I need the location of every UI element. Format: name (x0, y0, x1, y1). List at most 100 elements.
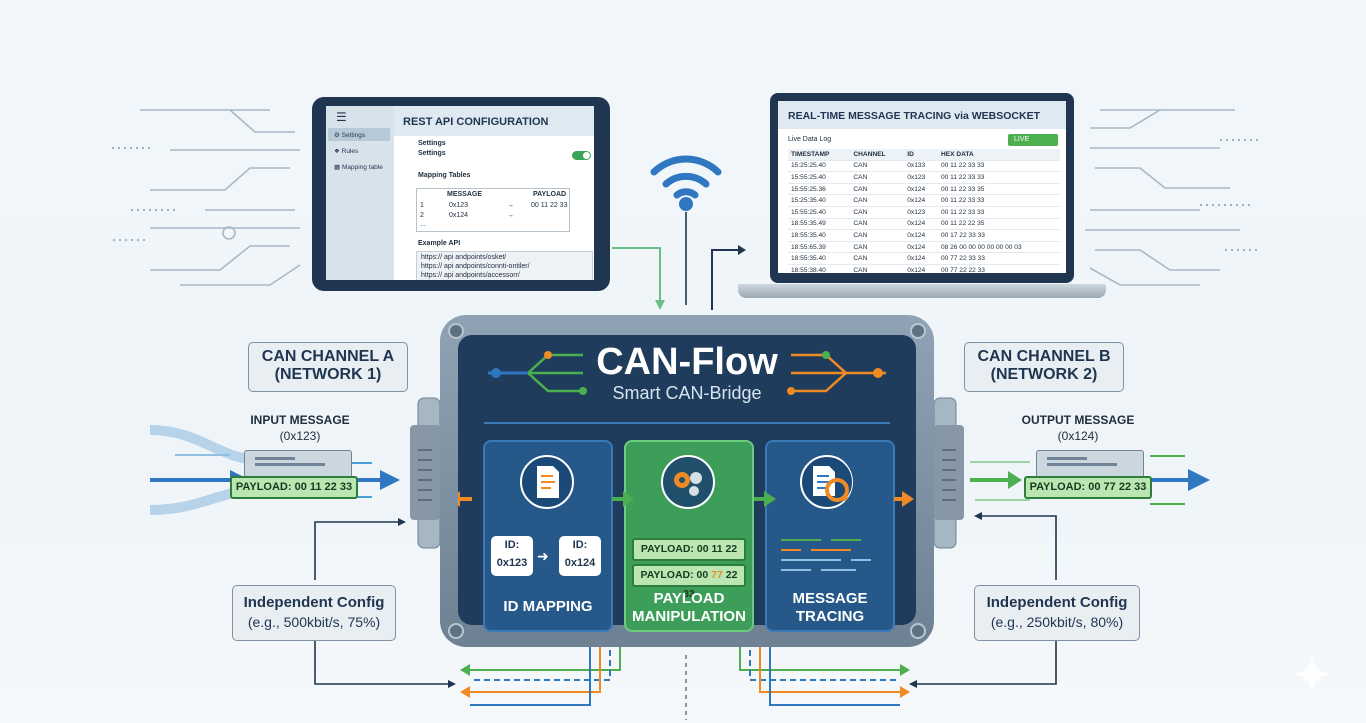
channel-a-line1: CAN CHANNEL A (261, 348, 395, 365)
log-cell: 00 17 22 33 33 (937, 229, 1060, 242)
mapping-row-1-index: 1 (420, 202, 424, 209)
can-flow-device: CAN-Flow Smart CAN-Bridge ID: 0x123 ➜ ID… (440, 315, 934, 647)
mapping-row-2-message: 0x124 (449, 212, 469, 219)
live-log-label: Live Data Log (788, 136, 832, 143)
log-header: ID (904, 149, 938, 161)
settings-toggle[interactable] (572, 151, 591, 160)
example-api-box: https:// api andpoints/osket/ https:// a… (416, 251, 593, 280)
laptop-screen: REAL-TIME MESSAGE TRACING via WEBSOCKET … (778, 101, 1066, 273)
log-cell: 00 11 22 33 33 (937, 171, 1060, 184)
sidebar-item-mapping-table[interactable]: ▦ Mapping table (334, 164, 383, 171)
log-cell: 0x124 (904, 252, 938, 265)
live-badge-text: LIVE (1014, 136, 1030, 143)
document-icon (520, 455, 574, 509)
input-message-title: INPUT MESSAGE (250, 413, 350, 427)
trace-lines (781, 539, 871, 571)
example-heading: Example API (418, 240, 461, 247)
table-icon: ▦ (334, 164, 341, 171)
payload-before-chip: PAYLOAD: 00 11 22 33 (632, 538, 746, 574)
log-cell: 00 11 22 33 33 (937, 160, 1060, 173)
mapping-row-1-arrow: → (507, 202, 514, 209)
tracing-laptop: REAL-TIME MESSAGE TRACING via WEBSOCKET … (770, 93, 1074, 283)
log-cell: 00 77 22 33 33 (937, 252, 1060, 265)
config-tablet: ☰ ⚙ Settings ❖ Rules ▦ Mapping table RES… (312, 97, 610, 291)
log-cell: CAN (850, 206, 905, 219)
payload-after-prefix: PAYLOAD: 00 (640, 569, 712, 581)
settings-label: Settings (418, 150, 446, 157)
log-cell: 15:55:25.36 (788, 183, 851, 196)
input-message-card (244, 450, 352, 478)
branch-icon-right (787, 351, 886, 395)
channel-b-label: CAN CHANNEL B (NETWORK 2) (964, 342, 1124, 392)
log-cell: 18:55:35.40 (788, 229, 851, 242)
screw (910, 623, 926, 639)
screw (910, 323, 926, 339)
right-config-box: Independent Config (e.g., 250kbit/s, 80%… (974, 585, 1140, 641)
mapping-heading: Mapping Tables (418, 172, 471, 179)
flow-arrows (458, 491, 914, 507)
example-line-2[interactable]: https:// api andpoints/connti-ontiler/ (421, 263, 530, 270)
log-cell: CAN (850, 183, 905, 196)
log-cell: 0x124 (904, 183, 938, 196)
left-config-detail: (e.g., 500kbit/s, 75%) (247, 614, 381, 630)
module-message-tracing[interactable]: MESSAGE TRACING (765, 440, 895, 632)
sidebar-item-rules[interactable]: ❖ Rules (334, 148, 359, 155)
module-label: MANIPULATION (632, 608, 746, 625)
mapping-row-3-index: ... (420, 221, 426, 228)
channel-a-line2: (NETWORK 1) (274, 366, 382, 383)
output-message-card (1036, 450, 1144, 478)
module-label: TRACING (795, 608, 865, 625)
log-cell: CAN (850, 229, 905, 242)
wifi-icon (650, 155, 722, 211)
log-cell: 0x124 (904, 264, 938, 273)
mapping-row-2-arrow: → (507, 212, 514, 219)
right-config-detail: (e.g., 250kbit/s, 80%) (990, 614, 1124, 630)
log-cell: 00 11 22 33 33 (937, 206, 1060, 219)
divider (484, 422, 890, 424)
tablet-title-bar: REST API CONFIGURATION (394, 106, 594, 136)
card-line (1047, 463, 1117, 466)
log-cell: 18:55:35.40 (788, 252, 851, 265)
log-header: TIMESTAMP (788, 149, 851, 161)
log-cell: 00 11 22 22 35 (937, 218, 1060, 231)
sidebar-selection (328, 128, 390, 141)
mapping-table: MESSAGE PAYLOAD 1 0x123 → 00 11 22 33 2 … (416, 188, 570, 232)
mapping-row-1-message: 0x123 (449, 202, 469, 209)
log-cell: 0x124 (904, 218, 938, 231)
card-line (1047, 457, 1087, 460)
output-message-title: OUTPUT MESSAGE (1021, 413, 1135, 427)
mapping-header-payload: PAYLOAD (533, 191, 567, 198)
log-cell: 18:55:65.39 (788, 241, 851, 254)
example-line-3[interactable]: https:// api andpoints/accessorr/ (421, 272, 520, 279)
id-from-chip: ID: 0x123 (491, 536, 533, 576)
hamburger-icon[interactable]: ☰ (336, 110, 347, 124)
channel-a-label: CAN CHANNEL A (NETWORK 1) (248, 342, 408, 392)
input-payload-chip: PAYLOAD: 00 11 22 33 (230, 476, 358, 499)
sidebar-item-settings[interactable]: ⚙ Settings (334, 132, 366, 139)
log-cell: 15:55:25.40 (788, 206, 851, 219)
module-id-mapping[interactable]: ID: 0x123 ➜ ID: 0x124 ID MAPPING (483, 440, 613, 632)
log-cell: 18:55:38.40 (788, 264, 851, 273)
id-to-chip: ID: 0x124 (559, 536, 601, 576)
right-config-title: Independent Config (986, 594, 1128, 611)
input-message-id: (0x123) (279, 429, 321, 443)
example-line-1[interactable]: https:// api andpoints/osket/ (421, 254, 507, 261)
module-payload-manipulation[interactable]: PAYLOAD: 00 11 22 33 PAYLOAD: 00 77 22 3… (624, 440, 754, 632)
laptop-base (738, 284, 1106, 298)
tablet-title: REST API CONFIGURATION (403, 116, 549, 128)
log-cell: CAN (850, 194, 905, 207)
id-from-value: 0x123 (496, 557, 528, 569)
log-header: CHANNEL (850, 149, 905, 161)
log-cell: CAN (850, 252, 905, 265)
arrow-icon: ➜ (537, 548, 549, 564)
